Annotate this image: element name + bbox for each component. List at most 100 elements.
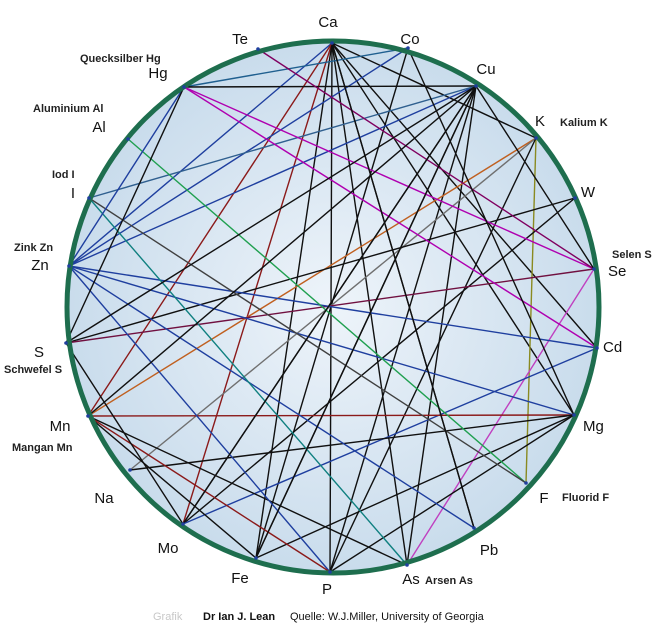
connection-se-cu (475, 85, 595, 270)
outer-ring (64, 38, 602, 576)
connection-k-p (329, 137, 537, 573)
connection-ca-zn (68, 42, 333, 267)
connection-k-f (525, 137, 537, 484)
element-fullname-s: Schwefel S (4, 364, 62, 376)
connection-hg-zn (68, 86, 185, 267)
connection-co-fe (255, 47, 409, 559)
node-i (87, 196, 91, 200)
connection-mg-zn (68, 265, 575, 416)
connection-as-mn (87, 415, 408, 566)
connection-f-i (88, 197, 527, 484)
connection-pb-zn (68, 265, 475, 529)
connection-k-mn (87, 137, 537, 417)
element-symbol-cu: Cu (476, 61, 495, 78)
connection-ca-cd (331, 42, 598, 349)
connection-cu-hg (183, 85, 477, 88)
connection-co-zn (68, 47, 409, 267)
element-symbol-se: Se (608, 263, 626, 280)
element-symbol-cd: Cd (603, 339, 622, 356)
caption-author: Dr Ian J. Lean (203, 611, 275, 623)
element-symbol-mo: Mo (158, 540, 179, 557)
element-symbol-te: Te (232, 31, 248, 48)
node-mo (181, 522, 185, 526)
element-fullname-i: Iod I (52, 169, 75, 181)
connection-mg-co (407, 47, 575, 416)
connection-se-te (257, 48, 595, 270)
connection-s-cu (65, 85, 477, 344)
node-as (405, 563, 409, 567)
caption-grafik: Grafik (153, 611, 183, 623)
element-fullname-k: Kalium K (560, 117, 608, 129)
caption: Grafik Dr Ian J. Lean Quelle: W.J.Miller… (153, 611, 485, 623)
element-symbol-s: S (34, 344, 44, 361)
connection-p-mn (87, 415, 331, 573)
connection-mg-p (329, 414, 575, 573)
connection-lines (65, 42, 598, 573)
element-fullname-zn: Zink Zn (14, 242, 53, 254)
connection-ca-mo (182, 42, 333, 525)
element-symbol-as: As (402, 571, 420, 588)
connection-fe-cu (255, 85, 477, 559)
node-w (573, 196, 577, 200)
connection-as-i (88, 197, 408, 566)
node-na (128, 468, 132, 472)
element-fullname-as: Arsen As (425, 575, 473, 587)
element-symbol-f: F (539, 490, 548, 507)
element-symbol-w: W (581, 184, 596, 201)
element-fullname-mn: Mangan Mn (12, 442, 73, 454)
node-hg (182, 85, 186, 89)
node-mg (572, 413, 576, 417)
element-symbol-zn: Zn (31, 257, 49, 274)
element-fullname-se: Selen S (612, 249, 652, 261)
element-symbol-i: I (71, 185, 75, 202)
connection-mo-s (65, 342, 184, 525)
connection-f-al (127, 138, 527, 484)
connection-cu-zn (68, 85, 477, 267)
node-co (406, 46, 410, 50)
connection-ca-k (331, 42, 537, 139)
connection-cd-zn (68, 265, 598, 349)
node-zn (67, 264, 71, 268)
node-fe (254, 556, 258, 560)
element-fullname-f: Fluorid F (562, 492, 609, 504)
connection-w-mo (182, 197, 576, 525)
connection-cu-p (329, 85, 477, 573)
node-mn (86, 414, 90, 418)
connection-fe-mn (87, 415, 257, 559)
connection-ca-as (331, 42, 408, 566)
node-al (126, 137, 130, 141)
node-cd (595, 346, 599, 350)
element-symbol-hg: Hg (148, 65, 167, 82)
connection-mo-cu (182, 85, 477, 525)
element-symbol-p: P (322, 581, 332, 598)
element-symbol-co: Co (400, 31, 419, 48)
node-pb (472, 526, 476, 530)
element-symbol-mg: Mg (583, 418, 604, 435)
element-symbol-k: K (535, 113, 545, 130)
element-symbol-fe: Fe (231, 570, 249, 587)
node-p (328, 570, 332, 574)
element-fullname-al: Aluminium Al (33, 103, 103, 115)
connection-se-as (406, 268, 595, 566)
connection-ca-mn (87, 42, 333, 417)
connection-se-hg (183, 86, 595, 270)
connection-ca-mg (331, 42, 575, 416)
element-symbol-al: Al (92, 119, 105, 136)
node-k (534, 136, 538, 140)
node-cu (474, 84, 478, 88)
connection-p-zn (68, 265, 331, 573)
connection-co-hg (183, 47, 409, 88)
caption-source: Quelle: W.J.Miller, University of Georgi… (290, 611, 485, 623)
connection-cd-mo (182, 347, 598, 525)
connection-k-na (129, 137, 537, 471)
connection-mg-mn (87, 414, 575, 417)
node-f (524, 481, 528, 485)
node-se (592, 267, 596, 271)
element-symbol-mn: Mn (50, 418, 71, 435)
element-symbol-pb: Pb (480, 542, 498, 559)
connection-cd-hg (183, 86, 598, 349)
element-symbol-na: Na (94, 490, 114, 507)
node-ca (330, 41, 334, 45)
